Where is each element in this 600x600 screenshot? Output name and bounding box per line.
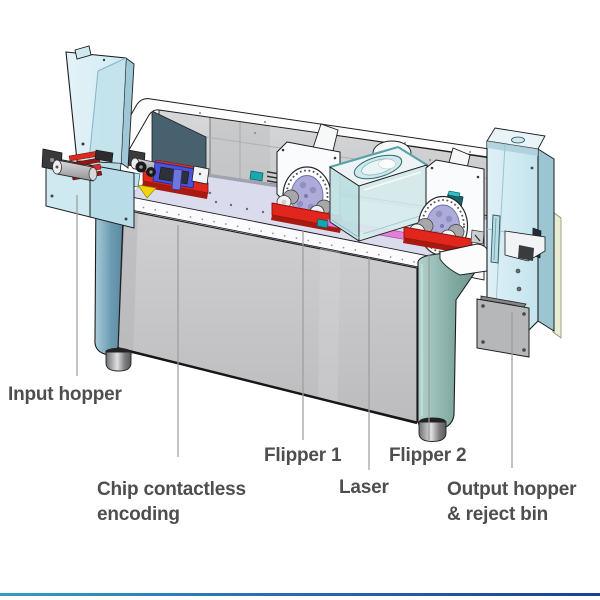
wall-screw [429, 159, 431, 161]
label-output-hopper-line1: Output hopper [447, 479, 577, 500]
tower-bracket [504, 230, 546, 262]
chip-encoding-station [126, 149, 264, 199]
label-chip-encoding: Chip contactless encoding [97, 477, 246, 527]
input-hopper-assembly [41, 45, 135, 229]
laser-lens [378, 158, 396, 170]
disc-hub [304, 194, 308, 198]
flipper-red-base-edge [271, 215, 341, 233]
label-chip-encoding-line1: Chip contactless [97, 479, 246, 500]
laser-module [327, 140, 429, 242]
tower-screw [515, 268, 521, 274]
tower-hole [530, 166, 534, 170]
machine-foot [418, 421, 447, 442]
front-panel-highlight [318, 248, 340, 402]
reject-bin-plate [476, 298, 530, 358]
red-base-edge [142, 181, 208, 199]
plate-screws [481, 304, 526, 352]
front-panel-shade [118, 210, 138, 355]
bracket-screw [198, 172, 202, 176]
hopper-screw [102, 58, 106, 62]
disc-holes [296, 181, 317, 211]
label-chip-encoding-line2: encoding [97, 504, 180, 525]
base-screw [50, 194, 54, 198]
hopper-inner-shade [89, 58, 126, 163]
glass-inner-edge [331, 219, 361, 239]
plate-screw [430, 166, 434, 170]
deck-holes [208, 191, 265, 214]
flap-slot [511, 136, 525, 144]
card-slot [490, 214, 501, 264]
tower-bracket-block [518, 245, 534, 261]
glass-reflection [362, 214, 424, 235]
glass-reflection [363, 171, 422, 191]
tower-mouth-shadow [487, 141, 538, 156]
label-output-hopper-line2: & reject bin [447, 504, 549, 525]
flipper-1-module [271, 123, 342, 233]
label-laser: Laser [339, 477, 389, 498]
teal-tag [316, 218, 329, 229]
leader-lines [76, 195, 513, 470]
bracket-slot [474, 234, 481, 242]
hopper-motor-hub [50, 158, 54, 162]
label-input-hopper: Input hopper [8, 384, 122, 405]
label-flipper-1: Flipper 1 [264, 445, 342, 466]
side-bracket [470, 229, 485, 245]
feed-roller-hub [149, 170, 153, 174]
tower-screw [516, 286, 522, 292]
hopper-screw [81, 142, 85, 146]
output-hopper-assembly [476, 127, 562, 358]
hopper-base-right [89, 164, 135, 229]
cube-glass-edge [329, 145, 399, 169]
card-slot-inner [493, 217, 497, 261]
hopper-roller-cap [88, 167, 98, 181]
teal-sensor [249, 170, 264, 182]
flipper-2-module [403, 147, 485, 257]
hopper-roller-axle [55, 165, 59, 169]
roller-cap-hub [281, 199, 287, 205]
plate-screw [333, 156, 337, 160]
sensor-box-top [447, 190, 461, 198]
dark-top-bits [94, 149, 114, 163]
label-output-hopper: Output hopper & reject bin [447, 477, 577, 527]
wall-screw [254, 132, 256, 134]
feed-roller-hub [139, 165, 143, 169]
machine-foot [105, 351, 132, 372]
footer-accent-bar [0, 593, 600, 596]
base-screw [124, 217, 128, 221]
clamp-post [171, 168, 183, 191]
cube-glass-edge [397, 146, 428, 166]
bottom-edge [116, 346, 418, 425]
hopper-crease [88, 70, 99, 162]
plate-screw [281, 148, 285, 152]
yellow-wedge [137, 184, 157, 199]
label-flipper-2: Flipper 2 [389, 445, 467, 466]
plate-screw [476, 175, 480, 179]
hopper-crease [97, 57, 127, 72]
disc-hub [440, 224, 444, 228]
hopper-top-tab [74, 45, 92, 60]
